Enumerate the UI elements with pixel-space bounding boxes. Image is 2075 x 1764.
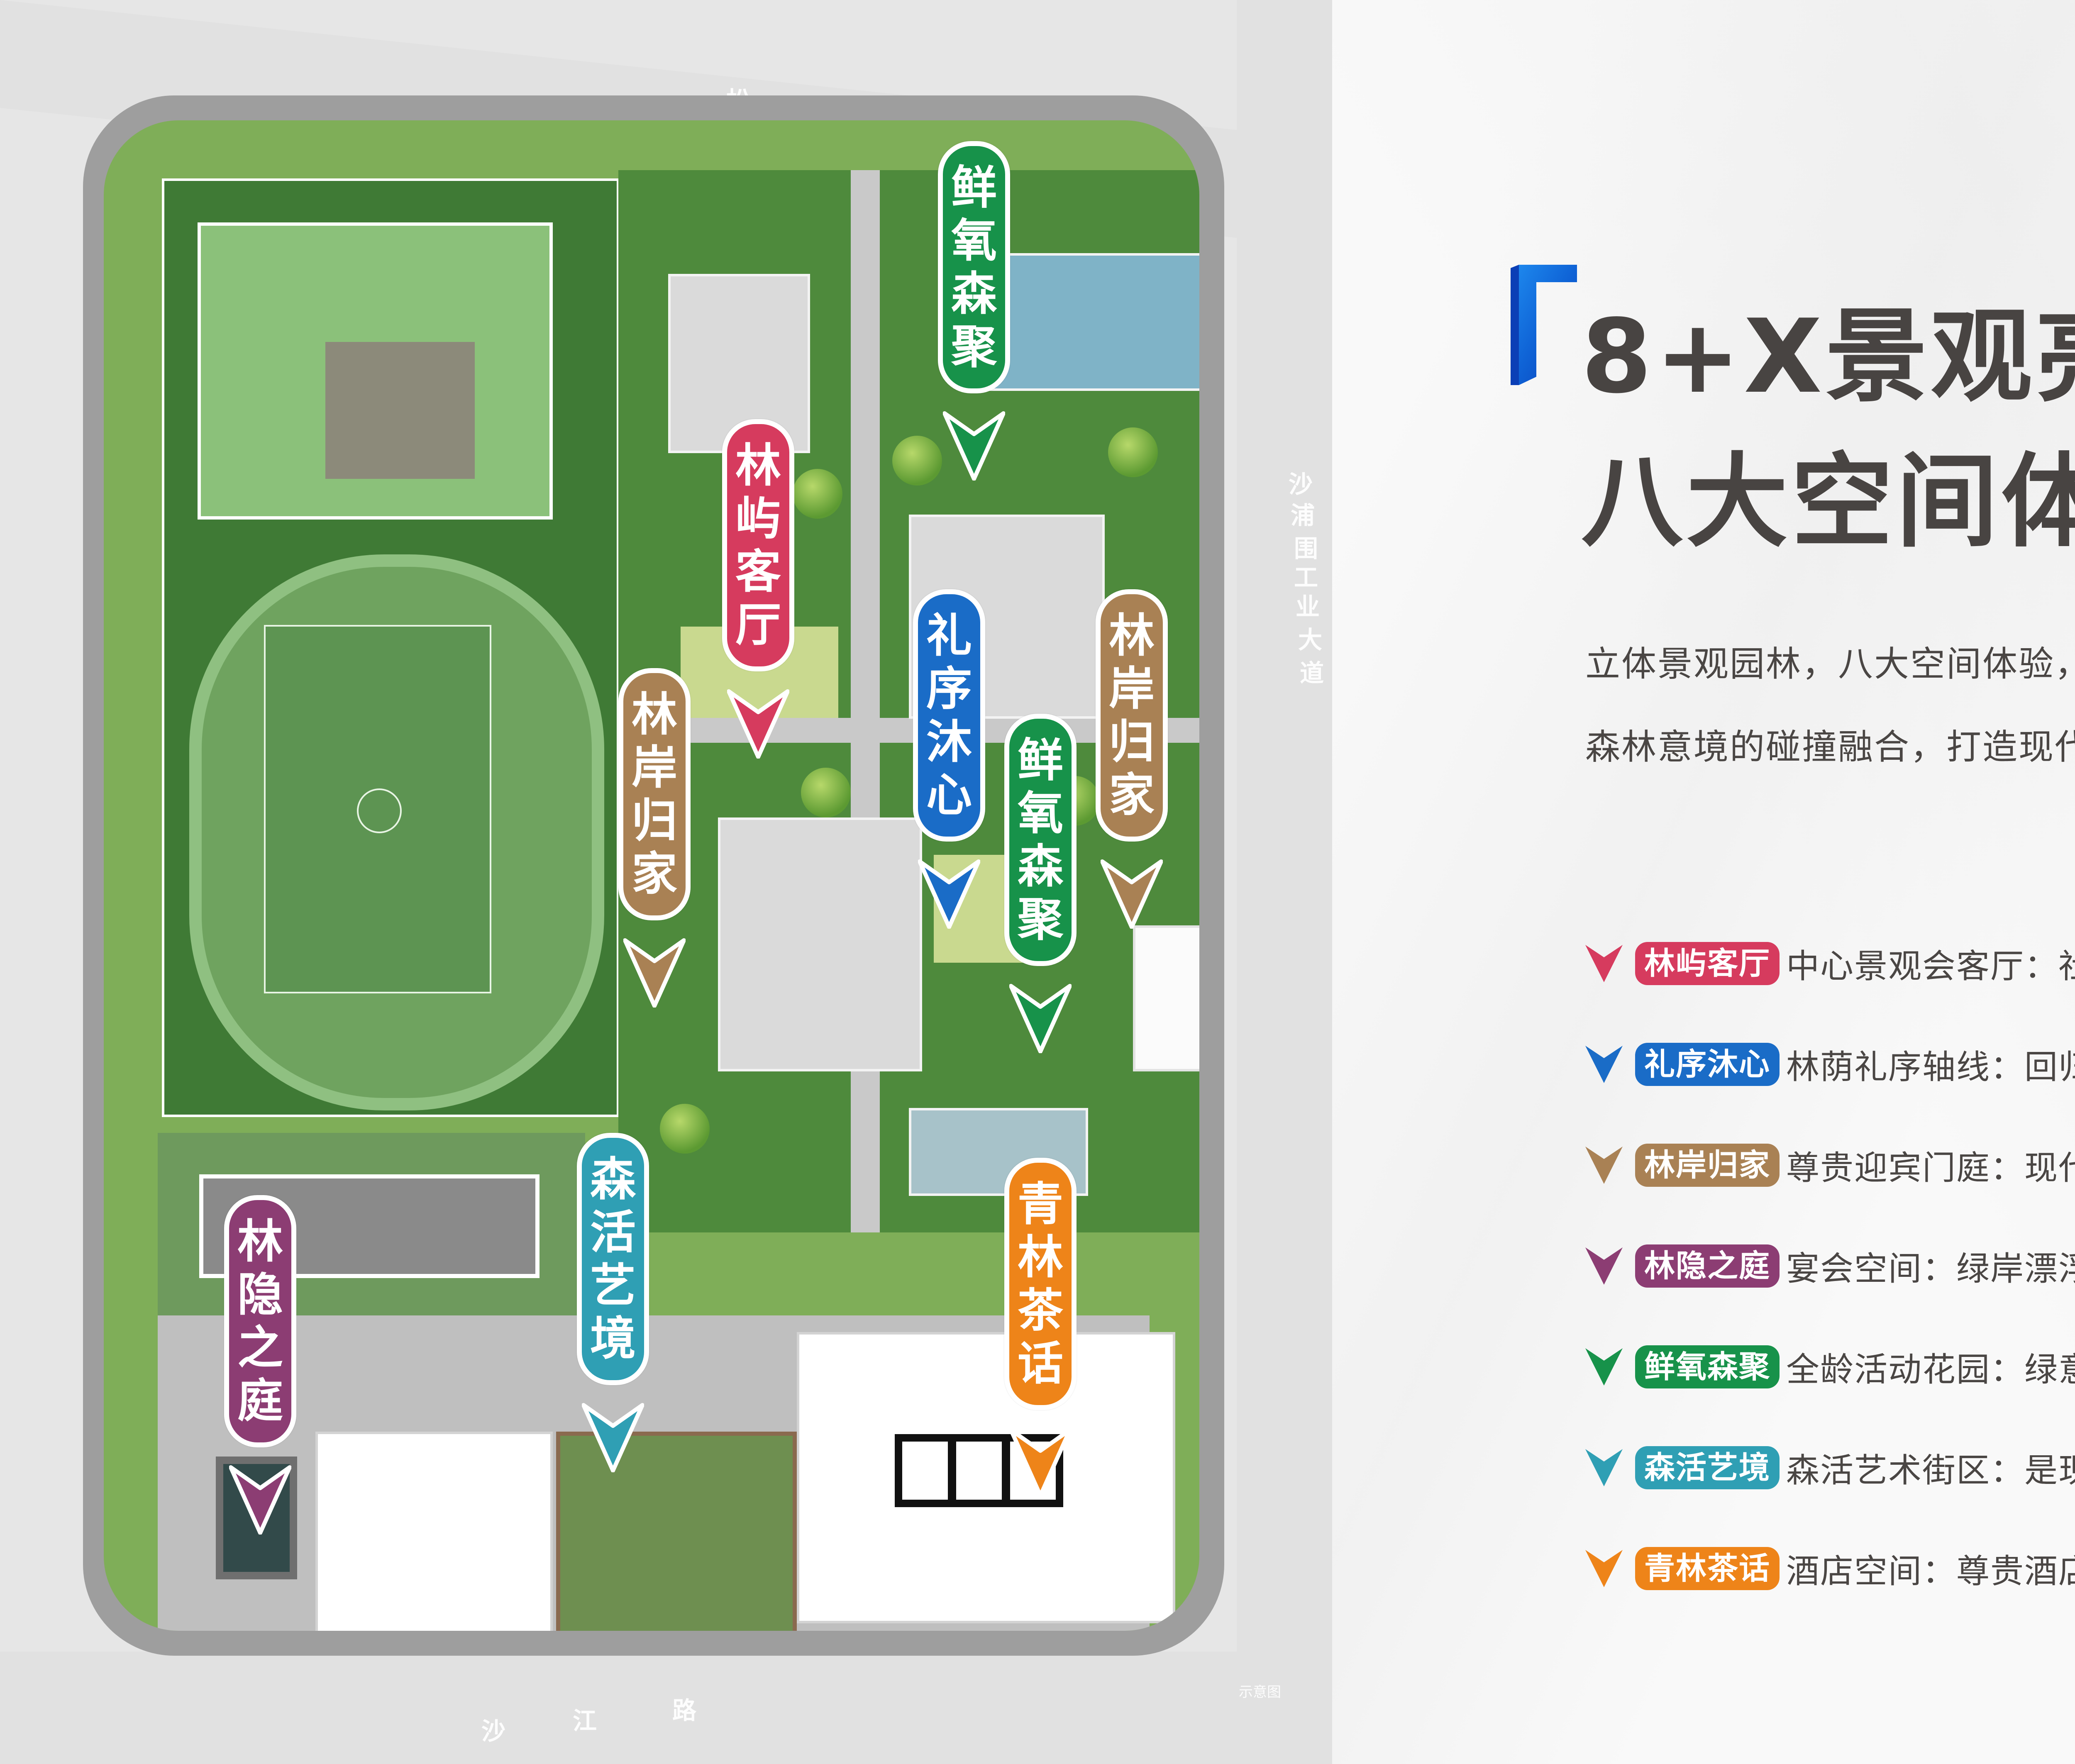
south-road xyxy=(0,1652,1332,1764)
map-pin-label: 森活艺境 xyxy=(577,1133,649,1385)
legend-list: 林屿客厅 中心景观会客厅：社区品质共享庭院 寻找林屿里的治愈空间 礼序沐心 林荫… xyxy=(1585,913,2075,1619)
tree-icon xyxy=(660,1104,710,1154)
legend-desc: 宴会空间：绿岸漂浮 创造生活的艺术美学 xyxy=(1786,1249,2075,1288)
sports-court xyxy=(909,1108,1088,1196)
map-pin-label: 林隐之庭 xyxy=(224,1195,296,1447)
road-label-east-1: 沙 xyxy=(1289,470,1313,498)
road-label-south-1: 沙 xyxy=(481,1717,506,1745)
art-street-garden xyxy=(556,1432,797,1631)
center-circle xyxy=(357,788,402,833)
legend-desc: 森活艺术街区：是现代时尚的停留场所 生态与艺术的结合 xyxy=(1786,1451,2075,1490)
legend-badge: 礼序沐心 xyxy=(1635,1042,1780,1086)
pin-arrow-down-icon xyxy=(623,938,686,1008)
left-bracket-icon xyxy=(1511,265,1577,385)
school-building xyxy=(198,222,553,520)
pin-arrow-down-icon xyxy=(918,859,980,929)
map-pin-label: 礼序沐心 xyxy=(913,589,985,842)
legend-desc: 尊贵迎宾门庭：现代未来社区入口门庭 畅想未来曼妙时光 xyxy=(1786,1148,2075,1187)
tree-icon xyxy=(793,469,842,519)
map-pin-label: 林岸归家 xyxy=(618,668,691,920)
commercial-area xyxy=(158,1315,1175,1631)
title-line-1: 8+X景观亮点 xyxy=(1581,298,2075,416)
legend-item: 林屿客厅 中心景观会客厅：社区品质共享庭院 寻找林屿里的治愈空间 xyxy=(1585,913,2075,1014)
road-label-east-4: 工 xyxy=(1294,564,1318,592)
tree-icon xyxy=(1108,427,1158,477)
school-block xyxy=(162,178,619,1117)
legend-item: 礼序沐心 林荫礼序轴线：回归自然之美 一人一界一方天地 xyxy=(1585,1014,2075,1115)
running-track xyxy=(189,554,604,1110)
pin-arrow-down-icon xyxy=(1101,859,1163,929)
map-pin: 林岸归家 xyxy=(618,668,691,1008)
legend-desc: 全龄活动花园：绿意共融 生机盎然 是场景起伏的活动花园 xyxy=(1786,1350,2075,1389)
legend-desc: 酒店空间：尊贵酒店落客 畅想未来曼妙时光 xyxy=(1786,1552,2075,1591)
tree-icon xyxy=(801,768,851,817)
title-line-2: 八大空间体验+生态居住体系 xyxy=(1581,443,2075,561)
map-pin-label: 鲜氧森聚 xyxy=(1004,714,1077,966)
legend-item: 林岸归家 尊贵迎宾门庭：现代未来社区入口门庭 畅想未来曼妙时光 xyxy=(1585,1115,2075,1215)
pin-arrow-down-icon xyxy=(582,1403,644,1472)
map-pin-label: 林岸归家 xyxy=(1096,589,1168,842)
map-pin: 林隐之庭 xyxy=(224,1195,296,1535)
legend-badge: 林隐之庭 xyxy=(1635,1244,1780,1288)
map-pin-label: 林屿客厅 xyxy=(722,419,794,671)
main-axis-path xyxy=(851,170,880,1232)
chevron-down-icon xyxy=(1585,1247,1623,1285)
chevron-down-icon xyxy=(1585,1348,1623,1386)
legend-item: 森活艺境 森活艺术街区：是现代时尚的停留场所 生态与艺术的结合 xyxy=(1585,1417,2075,1518)
chevron-down-icon xyxy=(1585,1449,1623,1486)
hotel-core xyxy=(895,1434,955,1507)
east-road xyxy=(1237,0,1332,1764)
legend-badge: 鲜氧森聚 xyxy=(1635,1345,1780,1388)
chevron-down-icon xyxy=(1585,944,1623,982)
legend-desc: 中心景观会客厅：社区品质共享庭院 寻找林屿里的治愈空间 xyxy=(1786,947,2075,986)
football-field xyxy=(264,625,491,993)
legend-badge: 林岸归家 xyxy=(1635,1143,1780,1187)
legend-desc: 林荫礼序轴线：回归自然之美 一人一界一方天地 xyxy=(1786,1047,2075,1086)
residential-tower-3 xyxy=(718,817,922,1071)
map-pin: 鲜氧森聚 xyxy=(1004,714,1077,1053)
legend-item: 青林茶话 酒店空间：尊贵酒店落客 畅想未来曼妙时光 xyxy=(1585,1518,2075,1619)
map-pin: 青林茶话 xyxy=(1004,1158,1077,1497)
kindergarten-block xyxy=(158,1133,585,1315)
chevron-down-icon xyxy=(1585,1549,1623,1587)
road-label-south-3: 路 xyxy=(672,1696,697,1725)
road-label-east-3: 围 xyxy=(1294,534,1318,563)
pin-arrow-down-icon xyxy=(727,689,789,759)
pin-arrow-down-icon xyxy=(1009,984,1072,1053)
banquet-hall xyxy=(315,1432,553,1631)
hotel-core xyxy=(949,1434,1009,1507)
map-pin: 林岸归家 xyxy=(1096,589,1168,929)
tree-icon xyxy=(892,436,942,486)
map-pin: 礼序沐心 xyxy=(913,589,985,929)
road-label-south-2: 江 xyxy=(573,1707,597,1735)
map-pin-label: 鲜氧森聚 xyxy=(938,141,1010,393)
pin-arrow-down-icon xyxy=(943,411,1005,481)
gatehouse xyxy=(1133,925,1199,1071)
pin-arrow-down-icon xyxy=(229,1465,291,1535)
diagram-note: 示意图 xyxy=(1239,1684,1281,1701)
hotel-building xyxy=(797,1332,1175,1623)
road-label-east-2: 浦 xyxy=(1291,501,1315,529)
legend-badge: 青林茶话 xyxy=(1635,1547,1780,1590)
chevron-down-icon xyxy=(1585,1045,1623,1083)
map-pin: 林屿客厅 xyxy=(722,419,794,759)
road-label-east-7: 道 xyxy=(1300,659,1324,687)
legend-item: 林隐之庭 宴会空间：绿岸漂浮 创造生活的艺术美学 xyxy=(1585,1215,2075,1316)
map-pin-label: 青林茶话 xyxy=(1004,1158,1077,1410)
school-courtyard xyxy=(325,342,475,479)
road-label-east-5: 业 xyxy=(1296,593,1320,621)
legend-item: 鲜氧森聚 全龄活动花园：绿意共融 生机盎然 是场景起伏的活动花园 xyxy=(1585,1316,2075,1417)
legend-badge: 森活艺境 xyxy=(1635,1446,1780,1489)
chevron-down-icon xyxy=(1585,1146,1623,1184)
map-pin: 鲜氧森聚 xyxy=(938,141,1010,481)
site-plan-map: 松 兴 路 沙 浦 围 工 业 大 道 沙 江 路 示意图 xyxy=(0,0,1332,1764)
pin-arrow-down-icon xyxy=(1009,1428,1072,1497)
road-label-east-6: 大 xyxy=(1298,626,1323,654)
legend-badge: 林屿客厅 xyxy=(1635,942,1780,985)
intro-paragraph: 立体景观园林，八大空间体验，融合儿童游乐、休闲、运动、社交功能，现代都市与森林意… xyxy=(1585,644,2075,767)
map-pin: 森活艺境 xyxy=(577,1133,649,1472)
